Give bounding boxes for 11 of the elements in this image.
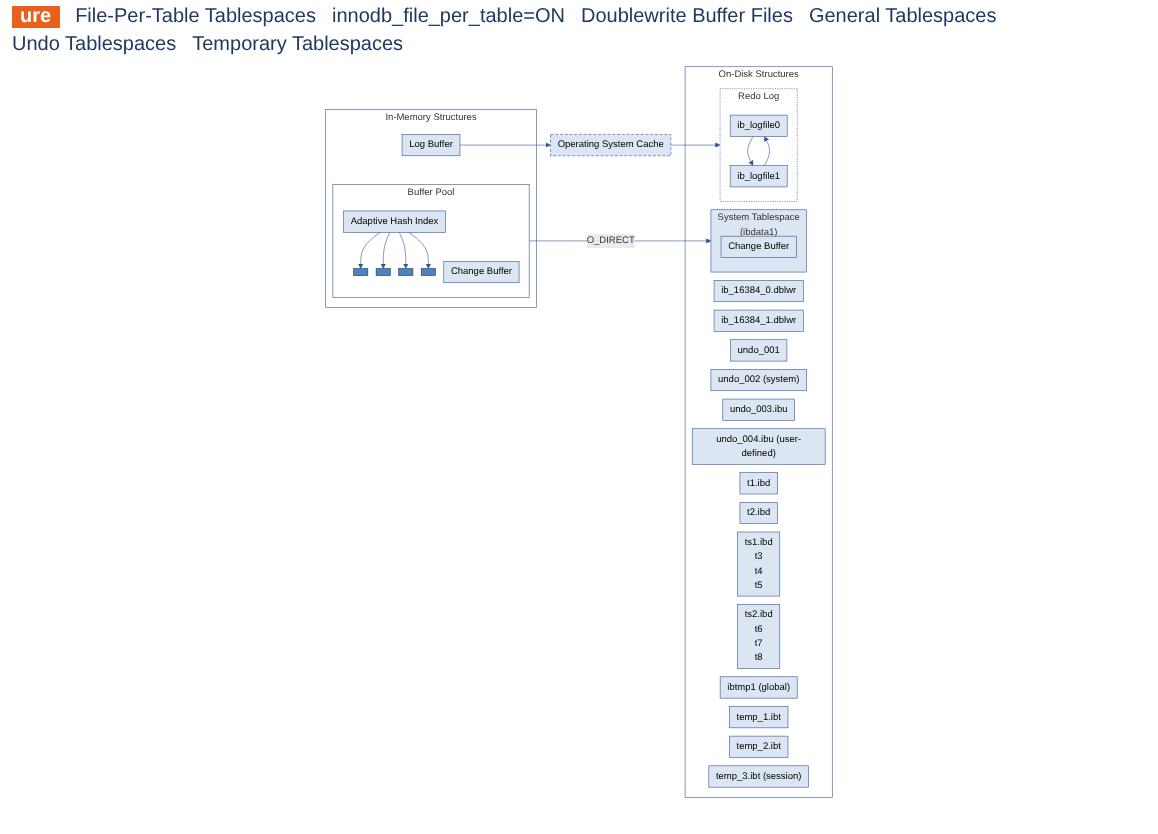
- title-tab: ure: [12, 6, 60, 28]
- node-box: [375, 268, 391, 276]
- node-box: [420, 268, 436, 276]
- section-heading: innodb_file_per_table=ON: [332, 6, 565, 28]
- node-box: [398, 268, 414, 276]
- section-heading: Temporary Tablespaces: [192, 34, 404, 56]
- node-box: [353, 268, 369, 276]
- section-heading: General Tablespaces: [808, 6, 997, 28]
- section-heading: File-Per-Table Tablespaces: [75, 6, 316, 28]
- section-heading: Doublewrite Buffer Files: [580, 6, 793, 28]
- section-heading: Undo Tablespaces: [12, 34, 177, 56]
